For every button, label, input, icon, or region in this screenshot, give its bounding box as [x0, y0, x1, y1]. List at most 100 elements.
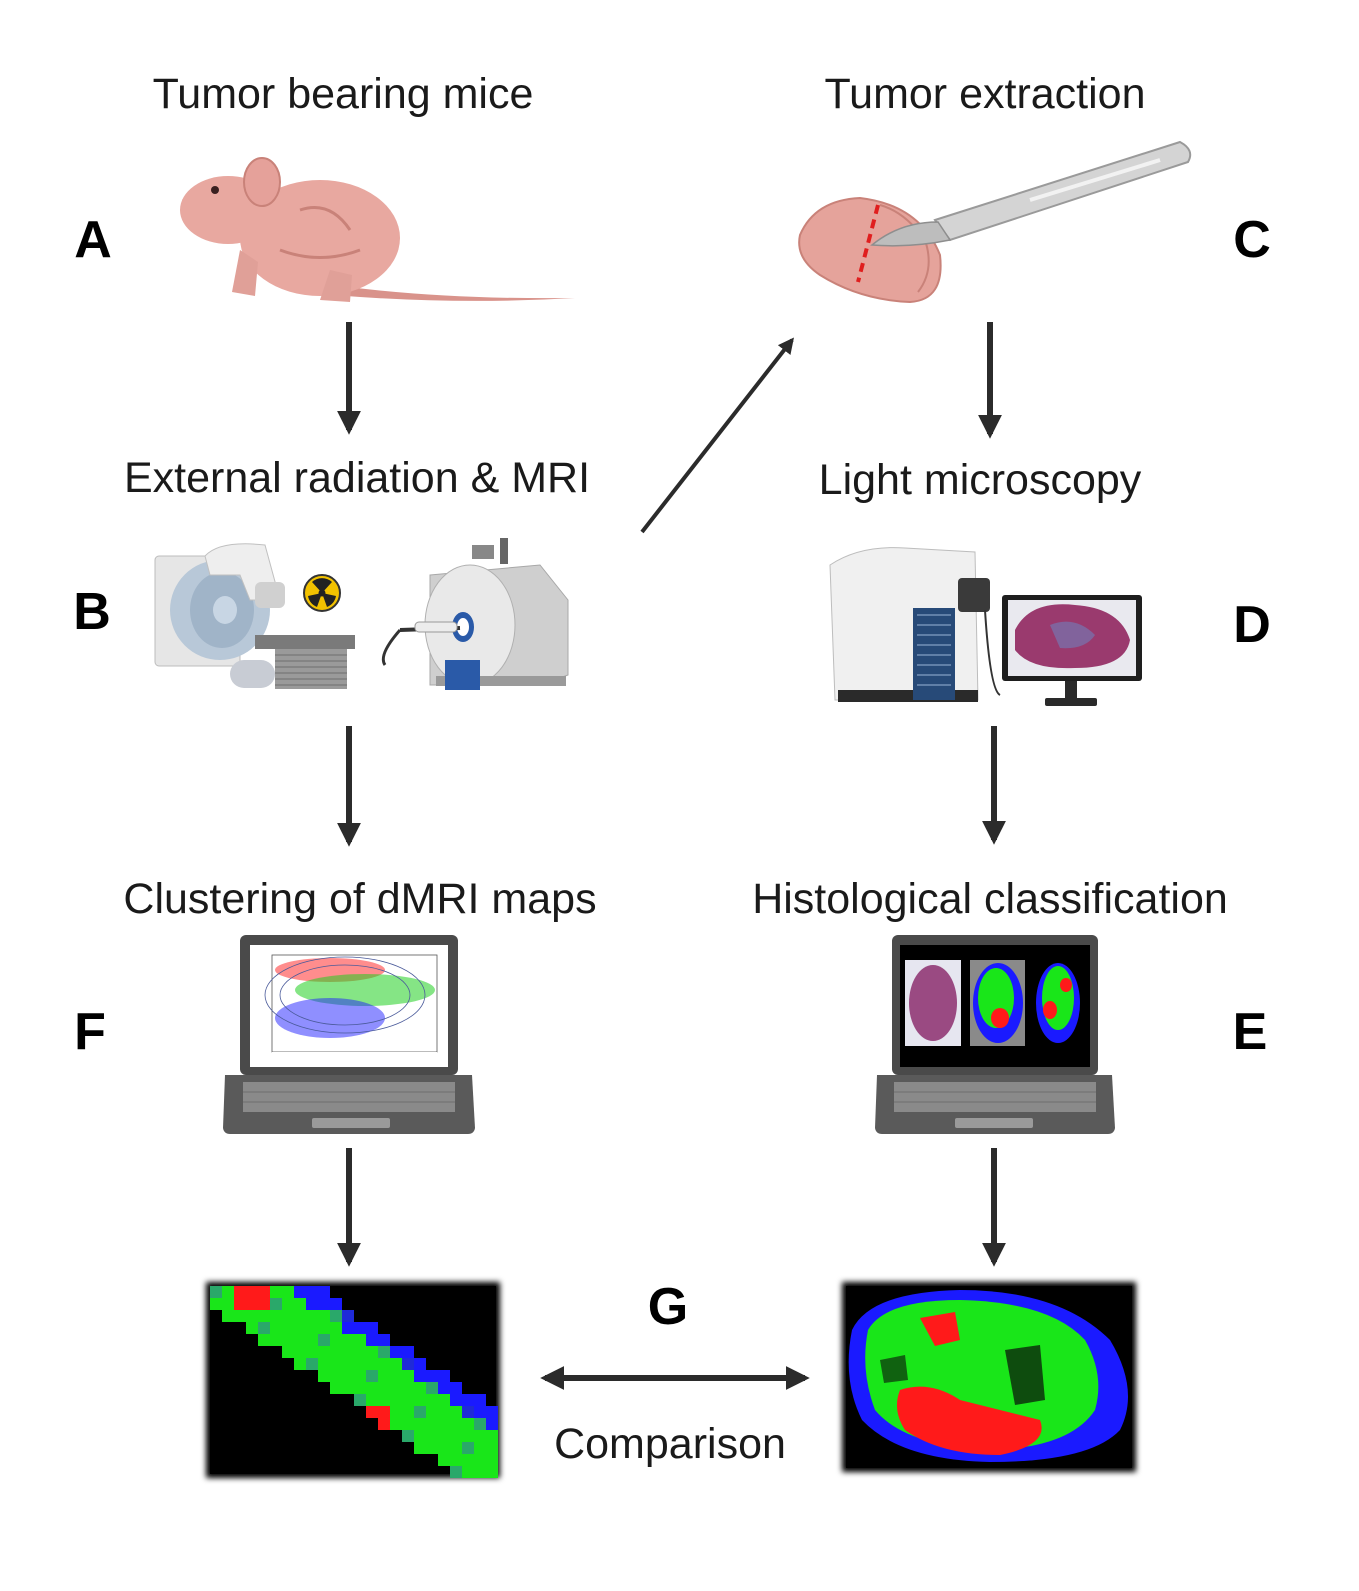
map-pixel [330, 1310, 342, 1322]
map-pixel [426, 1370, 438, 1382]
map-pixel [462, 1394, 474, 1406]
map-pixel [354, 1346, 366, 1358]
map-pixel [294, 1298, 306, 1310]
map-pixel [414, 1442, 426, 1454]
map-pixel [402, 1418, 414, 1430]
map-pixel [474, 1466, 486, 1478]
map-pixel [366, 1382, 378, 1394]
map-pixel [342, 1382, 354, 1394]
map-pixel [414, 1418, 426, 1430]
label-a: A [74, 211, 112, 269]
map-pixel [438, 1442, 450, 1454]
map-pixel [366, 1406, 378, 1418]
map-pixel [318, 1346, 330, 1358]
map-pixel [426, 1382, 438, 1394]
map-pixel [390, 1382, 402, 1394]
map-pixel [354, 1382, 366, 1394]
map-pixel [210, 1298, 222, 1310]
map-pixel [378, 1334, 390, 1346]
map-pixel [330, 1370, 342, 1382]
map-pixel [342, 1310, 354, 1322]
map-pixel [270, 1334, 282, 1346]
dmri-cluster-map [206, 1282, 500, 1478]
map-pixel [306, 1358, 318, 1370]
map-pixel [450, 1418, 462, 1430]
map-pixel [330, 1382, 342, 1394]
map-pixel [330, 1298, 342, 1310]
map-pixel [378, 1394, 390, 1406]
map-pixel [474, 1454, 486, 1466]
step-d-title: Light microscopy [818, 456, 1142, 504]
map-pixel [342, 1334, 354, 1346]
map-pixel [282, 1334, 294, 1346]
histology-panels [905, 960, 1080, 1046]
map-pixel [354, 1394, 366, 1406]
map-pixel [234, 1310, 246, 1322]
map-pixel [390, 1406, 402, 1418]
map-pixel [246, 1310, 258, 1322]
map-pixel [294, 1286, 306, 1298]
map-pixel [330, 1346, 342, 1358]
step-f-title: Clustering of dMRI maps [123, 875, 597, 923]
map-pixel [342, 1358, 354, 1370]
map-pixel [438, 1418, 450, 1430]
map-pixel [402, 1406, 414, 1418]
map-pixel [258, 1298, 270, 1310]
map-pixel [294, 1358, 306, 1370]
map-pixel [414, 1430, 426, 1442]
label-c: C [1233, 211, 1271, 269]
map-pixel [474, 1430, 486, 1442]
map-pixel [438, 1430, 450, 1442]
map-pixel [414, 1358, 426, 1370]
laptop-icon [875, 935, 1115, 1134]
map-pixel [390, 1394, 402, 1406]
map-pixel [462, 1466, 474, 1478]
dmri-scatter-plot [264, 954, 438, 1058]
step-b-title: External radiation & MRI [123, 454, 591, 502]
map-pixel [450, 1466, 462, 1478]
map-pixel [234, 1298, 246, 1310]
map-pixel [462, 1430, 474, 1442]
map-pixel [318, 1298, 330, 1310]
slide-scanner-icon [829, 547, 1001, 702]
map-pixel [438, 1454, 450, 1466]
map-pixel [210, 1286, 222, 1298]
map-pixel [354, 1334, 366, 1346]
map-pixel [306, 1286, 318, 1298]
map-pixel [342, 1346, 354, 1358]
map-pixel [438, 1370, 450, 1382]
map-pixel [318, 1358, 330, 1370]
map-pixel [234, 1286, 246, 1298]
map-pixel [282, 1310, 294, 1322]
map-pixel [390, 1418, 402, 1430]
map-pixel [462, 1442, 474, 1454]
map-pixel [246, 1286, 258, 1298]
map-pixel [450, 1382, 462, 1394]
map-pixel [246, 1298, 258, 1310]
map-pixel [486, 1418, 498, 1430]
map-pixel [390, 1358, 402, 1370]
map-pixel [366, 1394, 378, 1406]
map-pixel [378, 1346, 390, 1358]
map-pixel [474, 1394, 486, 1406]
map-pixel [330, 1358, 342, 1370]
map-pixel [258, 1286, 270, 1298]
map-pixel [282, 1322, 294, 1334]
map-pixel [318, 1310, 330, 1322]
map-pixel [426, 1430, 438, 1442]
label-b: B [73, 583, 111, 641]
map-pixel [402, 1430, 414, 1442]
map-pixel [246, 1322, 258, 1334]
map-pixel [294, 1310, 306, 1322]
map-pixel [378, 1406, 390, 1418]
map-pixel [342, 1322, 354, 1334]
map-pixel [390, 1370, 402, 1382]
map-pixel [378, 1418, 390, 1430]
map-pixel [474, 1418, 486, 1430]
map-pixel [306, 1334, 318, 1346]
map-pixel [366, 1370, 378, 1382]
map-pixel [354, 1358, 366, 1370]
map-pixel [486, 1406, 498, 1418]
mouse-icon [180, 157, 575, 302]
